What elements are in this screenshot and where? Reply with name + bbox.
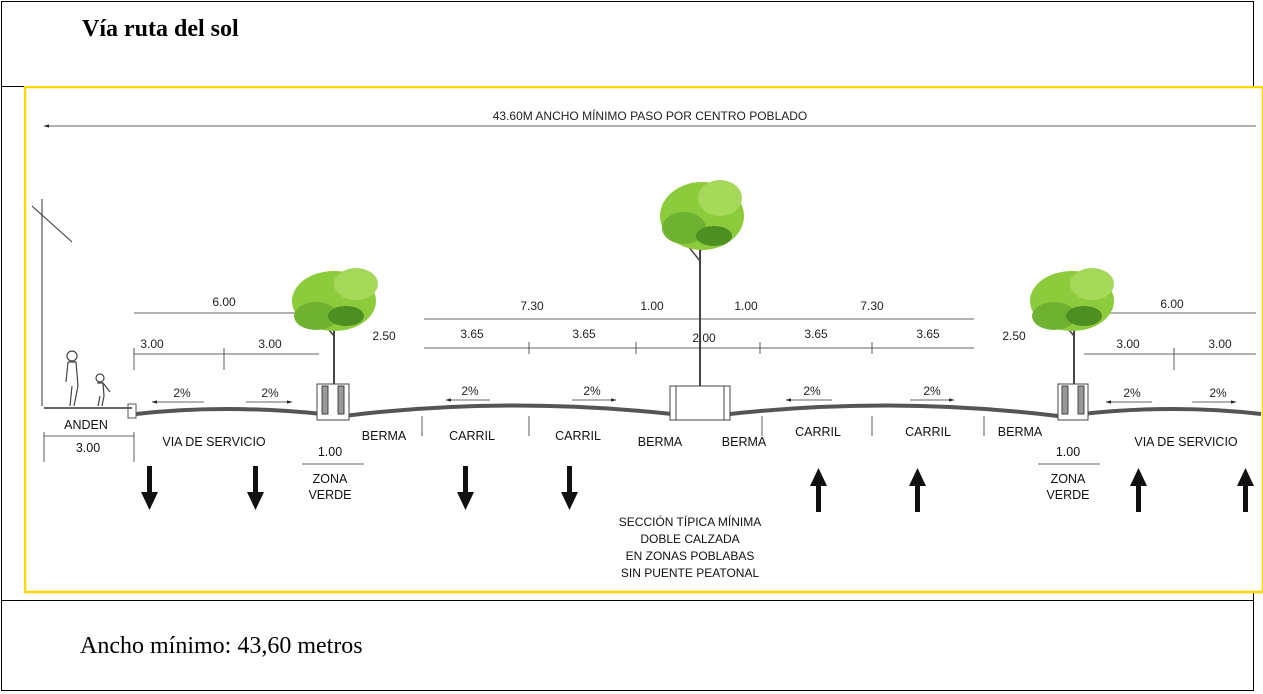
group-dim-5: 7.30 (860, 299, 884, 313)
group-dim-6: 6.00 (1160, 297, 1184, 311)
zona-verde-right-line1: ZONA (1051, 472, 1086, 486)
anden-width: 3.00 (76, 441, 100, 455)
slope-2: 2% (261, 386, 279, 400)
zone-label-carril-2: CARRIL (555, 429, 601, 443)
sub-dim-6: 2.00 (692, 331, 716, 345)
arrow-up-icon (1130, 468, 1147, 512)
sub-dim-5: 3.65 (572, 327, 596, 341)
table-row-divider (2, 600, 1253, 601)
section-heading: Vía ruta del sol (82, 16, 239, 42)
tree-right (1030, 268, 1114, 384)
slope-6: 2% (923, 384, 941, 398)
zona-verde-left-line1: ZONA (313, 472, 348, 486)
arrow-down-icon (561, 466, 578, 510)
tree-center (660, 180, 744, 386)
arrow-down-icon (457, 466, 474, 510)
zona-verde-left-width: 1.00 (318, 445, 342, 459)
zone-label-berma-4: BERMA (998, 425, 1043, 439)
group-dim-4: 1.00 (734, 299, 758, 313)
zona-verde-left-line2: VERDE (308, 488, 351, 502)
zone-label-carril-4: CARRIL (905, 425, 951, 439)
anden-label-group: ANDEN 3.00 (43, 418, 135, 462)
sub-dim-1: 3.00 (140, 337, 164, 351)
zone-labels: VIA DE SERVICIO BERMA CARRIL CARRIL BERM… (162, 416, 1238, 449)
median-left (316, 383, 350, 421)
sub-dim-9: 2.50 (1002, 329, 1026, 343)
overall-dimension-label: 43.60M ANCHO MÍNIMO PASO POR CENTRO POBL… (493, 108, 808, 123)
arrow-up-icon (810, 468, 827, 512)
pedestrians-icon (65, 350, 111, 407)
group-dimensions: 6.00 7.30 1.00 1.00 7.30 6.00 (134, 295, 1256, 320)
sub-dim-4: 3.65 (460, 327, 484, 341)
overall-dimension: 43.60M ANCHO MÍNIMO PASO POR CENTRO POBL… (43, 108, 1256, 128)
sub-dim-3: 2.50 (372, 329, 396, 343)
median-center (669, 385, 731, 421)
sub-dim-7: 3.65 (804, 327, 828, 341)
zone-label-carril-1: CARRIL (449, 429, 495, 443)
slope-1: 2% (173, 386, 191, 400)
note-line-4: SIN PUENTE PEATONAL (621, 566, 760, 580)
sub-dim-2: 3.00 (258, 337, 282, 351)
slope-5: 2% (803, 384, 821, 398)
sub-dimensions: 3.00 3.00 2.50 3.65 3.65 2.00 3.65 3.65 … (133, 327, 1256, 370)
group-dim-3: 1.00 (640, 299, 664, 313)
sub-dim-11: 3.00 (1208, 337, 1232, 351)
note-line-3: EN ZONAS POBLABAS (626, 549, 755, 563)
zona-verde-right-line2: VERDE (1046, 488, 1089, 502)
road-cross-section-figure: 43.60M ANCHO MÍNIMO PASO POR CENTRO POBL… (24, 86, 1263, 594)
zone-label-berma-1: BERMA (362, 429, 407, 443)
tree-left (292, 268, 378, 384)
zone-label-via-servicio-right: VIA DE SERVICIO (1134, 435, 1238, 449)
section-note: SECCIÓN TÍPICA MÍNIMA DOBLE CALZADA EN Z… (619, 514, 761, 580)
building-edge (31, 199, 73, 406)
zone-label-carril-3: CARRIL (795, 425, 841, 439)
traffic-direction-arrows (141, 466, 1254, 512)
figure-frame (24, 86, 1263, 594)
road-surface (44, 403, 1262, 419)
anden-label: ANDEN (64, 418, 108, 432)
slope-7: 2% (1123, 386, 1141, 400)
arrow-up-icon (1237, 468, 1254, 512)
arrow-down-icon (247, 466, 264, 510)
group-dim-2: 7.30 (520, 299, 544, 313)
slope-3: 2% (461, 384, 479, 398)
note-line-1: SECCIÓN TÍPICA MÍNIMA (619, 514, 761, 529)
note-line-2: DOBLE CALZADA (640, 532, 739, 546)
slope-8: 2% (1209, 386, 1227, 400)
slope-indicators: 2% 2% 2% 2% 2% 2% 2% 2% (151, 384, 1237, 404)
arrow-up-icon (909, 468, 926, 512)
zona-verde-right: 1.00 ZONA VERDE (1038, 445, 1100, 502)
zona-verde-right-width: 1.00 (1056, 445, 1080, 459)
arrow-down-icon (141, 466, 158, 510)
zone-label-berma-2: BERMA (638, 435, 683, 449)
zone-label-berma-3: BERMA (722, 435, 767, 449)
zona-verde-left: 1.00 ZONA VERDE (302, 445, 364, 502)
sub-dim-8: 3.65 (916, 327, 940, 341)
slope-4: 2% (583, 384, 601, 398)
median-right (1057, 383, 1089, 421)
width-caption: Ancho mínimo: 43,60 metros (80, 633, 363, 659)
zone-label-via-servicio-left: VIA DE SERVICIO (162, 435, 266, 449)
sub-dim-10: 3.00 (1116, 337, 1140, 351)
group-dim-1: 6.00 (212, 295, 236, 309)
